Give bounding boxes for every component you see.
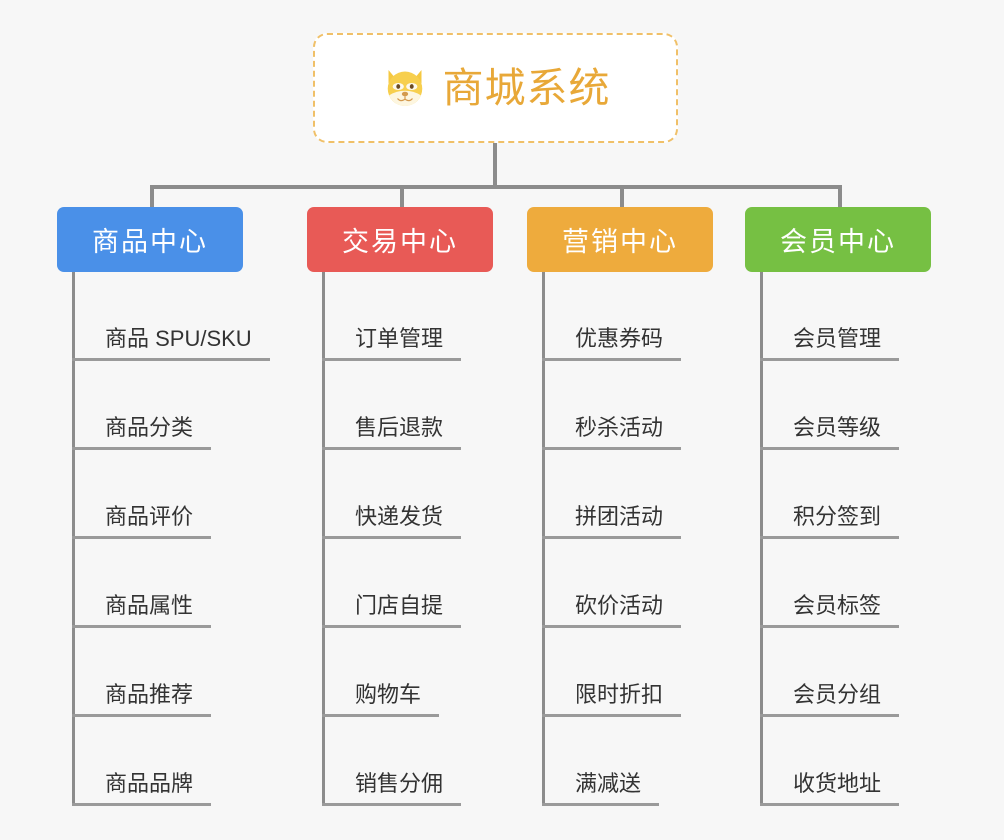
- leaf-label: 会员标签: [760, 592, 900, 628]
- leaf-label: 商品推荐: [72, 681, 212, 717]
- branch-title-1: 商品中心: [92, 227, 208, 257]
- leaf-label: 会员管理: [760, 325, 900, 361]
- branch-header-1[interactable]: 商品中心: [57, 207, 243, 272]
- leaf-label: 商品评价: [72, 503, 212, 539]
- branch-leaves-2: 订单管理 售后退款 快递发货 门店自提 购物车 销售分佣: [322, 272, 462, 806]
- leaf-label: 销售分佣: [322, 770, 462, 806]
- leaf-label: 会员等级: [760, 414, 900, 450]
- connector-root-stem: [493, 143, 497, 187]
- leaf-label: 门店自提: [322, 592, 462, 628]
- branch-column-4: 会员中心 会员管理 会员等级 积分签到 会员标签 会员分组 收货地址: [745, 207, 931, 806]
- leaf-item[interactable]: 积分签到: [760, 450, 900, 539]
- dog-face-icon: [387, 70, 422, 109]
- connector-drop-1: [150, 185, 154, 209]
- branch-trunk-2: [322, 272, 325, 806]
- leaf-item[interactable]: 门店自提: [322, 539, 462, 628]
- leaf-item[interactable]: 购物车: [322, 628, 461, 717]
- leaf-item[interactable]: 商品品牌: [72, 717, 270, 806]
- leaf-label: 拼团活动: [542, 503, 682, 539]
- leaf-item[interactable]: 收货地址: [760, 717, 900, 806]
- leaf-item[interactable]: 售后退款: [322, 361, 462, 450]
- branch-title-3: 营销中心: [562, 227, 678, 257]
- branch-column-1: 商品中心 商品 SPU/SKU 商品分类 商品评价 商品属性 商品推荐 商品品牌: [57, 207, 270, 806]
- connector-drop-3: [620, 185, 624, 209]
- leaf-label: 订单管理: [322, 325, 462, 361]
- leaf-label: 商品品牌: [72, 770, 212, 806]
- leaf-item[interactable]: 限时折扣: [542, 628, 682, 717]
- leaf-item[interactable]: 满减送: [542, 717, 681, 806]
- leaf-item[interactable]: 会员等级: [760, 361, 900, 450]
- leaf-label: 会员分组: [760, 681, 900, 717]
- leaf-item[interactable]: 会员标签: [760, 539, 900, 628]
- leaf-item[interactable]: 拼团活动: [542, 450, 682, 539]
- branch-header-2[interactable]: 交易中心: [307, 207, 493, 272]
- leaf-label: 售后退款: [322, 414, 462, 450]
- branch-trunk-1: [72, 272, 75, 806]
- leaf-item[interactable]: 商品评价: [72, 450, 270, 539]
- branch-header-3[interactable]: 营销中心: [527, 207, 713, 272]
- leaf-item[interactable]: 快递发货: [322, 450, 462, 539]
- leaf-item[interactable]: 商品推荐: [72, 628, 270, 717]
- connector-drop-2: [400, 185, 404, 209]
- leaf-item[interactable]: 会员管理: [760, 272, 900, 361]
- branch-leaves-4: 会员管理 会员等级 积分签到 会员标签 会员分组 收货地址: [760, 272, 900, 806]
- leaf-item[interactable]: 优惠券码: [542, 272, 682, 361]
- branch-title-2: 交易中心: [342, 227, 458, 257]
- leaf-label: 满减送: [542, 770, 660, 806]
- leaf-label: 秒杀活动: [542, 414, 682, 450]
- leaf-label: 购物车: [322, 681, 440, 717]
- branch-leaves-1: 商品 SPU/SKU 商品分类 商品评价 商品属性 商品推荐 商品品牌: [72, 272, 270, 806]
- leaf-label: 收货地址: [760, 770, 900, 806]
- leaf-item[interactable]: 商品属性: [72, 539, 270, 628]
- connector-bus: [150, 185, 842, 189]
- branch-trunk-4: [760, 272, 763, 806]
- branch-column-2: 交易中心 订单管理 售后退款 快递发货 门店自提 购物车 销售分佣: [307, 207, 493, 806]
- branch-trunk-3: [542, 272, 545, 806]
- leaf-label: 砍价活动: [542, 592, 682, 628]
- leaf-item[interactable]: 商品 SPU/SKU: [72, 272, 270, 361]
- leaf-item[interactable]: 秒杀活动: [542, 361, 682, 450]
- branch-leaves-3: 优惠券码 秒杀活动 拼团活动 砍价活动 限时折扣 满减送: [542, 272, 682, 806]
- leaf-item[interactable]: 会员分组: [760, 628, 900, 717]
- branch-column-3: 营销中心 优惠券码 秒杀活动 拼团活动 砍价活动 限时折扣 满减送: [527, 207, 713, 806]
- connector-drop-4: [838, 185, 842, 209]
- leaf-label: 商品 SPU/SKU: [72, 325, 270, 361]
- leaf-label: 商品属性: [72, 592, 212, 628]
- leaf-item[interactable]: 商品分类: [72, 361, 270, 450]
- leaf-item[interactable]: 订单管理: [322, 272, 462, 361]
- leaf-label: 限时折扣: [542, 681, 682, 717]
- root-node[interactable]: 商城系统: [313, 33, 678, 143]
- leaf-item[interactable]: 销售分佣: [322, 717, 462, 806]
- branch-header-4[interactable]: 会员中心: [745, 207, 931, 272]
- leaf-item[interactable]: 砍价活动: [542, 539, 682, 628]
- branch-title-4: 会员中心: [780, 227, 896, 257]
- leaf-label: 商品分类: [72, 414, 212, 450]
- root-title: 商城系统: [442, 64, 611, 111]
- leaf-label: 快递发货: [322, 503, 462, 539]
- leaf-label: 积分签到: [760, 503, 900, 539]
- leaf-label: 优惠券码: [542, 325, 682, 361]
